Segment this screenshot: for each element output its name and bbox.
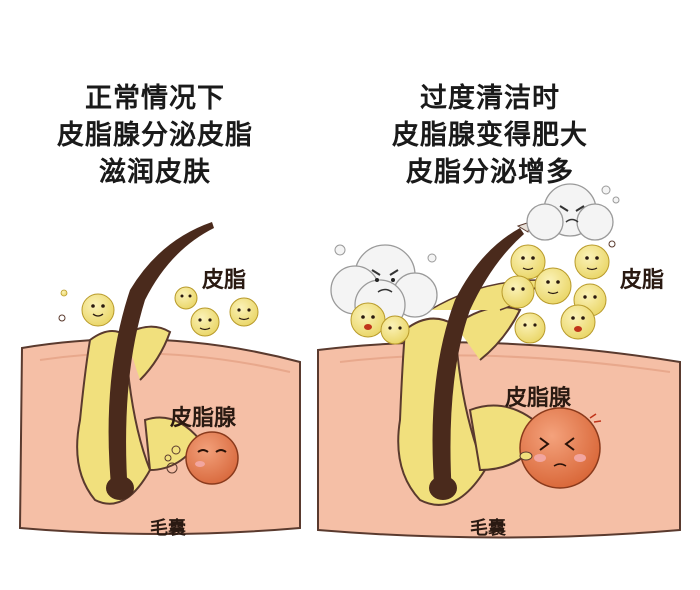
right-caption-line-3: 皮脂分泌增多 [406, 157, 574, 188]
right-label-follicle: 毛囊 [470, 518, 506, 539]
right-hair [432, 228, 524, 496]
left-label-follicle: 毛囊 [150, 518, 186, 539]
right-dust-cloud-left [330, 244, 438, 331]
left-hair-bulb [106, 476, 134, 500]
left-label-gland: 皮脂腺 [170, 406, 237, 431]
left-caption-line-1: 正常情况下 [85, 83, 225, 114]
right-hair-bulb [429, 476, 457, 500]
left-gland [164, 431, 239, 485]
right-label-sebum: 皮脂 [620, 268, 665, 293]
left-label-sebum: 皮脂 [202, 268, 247, 293]
left-caption: 正常情况下 皮脂腺分泌皮脂 滋润皮肤 [40, 80, 270, 191]
left-hair [108, 222, 214, 496]
right-gland [519, 407, 602, 489]
left-caption-line-3: 滋润皮肤 [99, 157, 211, 188]
left-caption-line-2: 皮脂腺分泌皮脂 [57, 120, 253, 151]
right-caption-line-1: 过度清洁时 [420, 83, 560, 114]
left-sebum-drops [58, 286, 259, 337]
right-caption-line-2: 皮脂腺变得肥大 [392, 120, 588, 151]
right-caption: 过度清洁时 皮脂腺变得肥大 皮脂分泌增多 [375, 80, 605, 191]
right-sebum-drops [350, 240, 616, 345]
right-dust-cloud-top [526, 183, 620, 241]
right-label-gland: 皮脂腺 [505, 386, 572, 411]
